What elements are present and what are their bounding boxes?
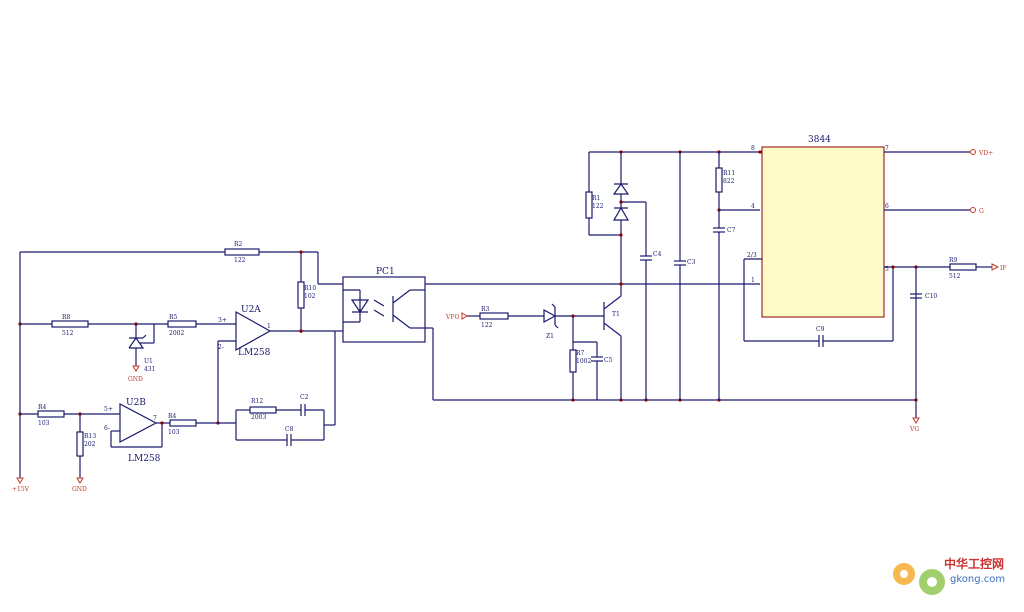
- label-labels-r9: R9: [949, 257, 958, 264]
- label-nets-g: G: [979, 208, 984, 215]
- label-labels-p1: 1: [751, 277, 755, 284]
- label-labels-u1: U1: [144, 358, 153, 365]
- u2b-opamp: U2B LM258 7 5+ 6-: [104, 398, 170, 464]
- r1-resistor: R1 122: [585, 152, 621, 236]
- if-output: R9 512 IF: [884, 257, 1007, 280]
- label-labels-r4a: R4: [38, 404, 47, 411]
- label-labels-p6: 6: [885, 203, 889, 210]
- r13-resistor: R13 202 GND: [72, 414, 96, 493]
- c3-capacitor: C3: [674, 152, 696, 400]
- label-nets-vfo: VFO: [445, 314, 459, 321]
- label-labels-r8v: 512: [62, 330, 74, 337]
- u2a-opamp: U2A LM258 1 3+ 2-: [218, 305, 335, 358]
- label-nets-gnd1: GND: [128, 376, 143, 383]
- vd-plus-output: VD+: [884, 149, 993, 157]
- label-labels-r8: R8: [62, 314, 71, 321]
- label-labels-r1v: 122: [592, 203, 604, 210]
- label-labels-u1v: 431: [144, 366, 155, 373]
- label-labels-p7: 7: [885, 145, 889, 152]
- label-labels-p23: 2/3: [747, 252, 757, 259]
- left-rail: +15V: [12, 252, 30, 493]
- label-labels-pb7: 7: [153, 415, 157, 422]
- label-labels-c10: C10: [925, 293, 937, 300]
- label-labels-r10v: 102: [304, 293, 316, 300]
- label-labels-p5: 5: [885, 266, 889, 273]
- label-labels-p4: 4: [751, 203, 755, 210]
- label-labels-r7: R7: [576, 350, 585, 357]
- label-labels-ic: 3844: [808, 135, 831, 145]
- label-labels-r1: R1: [592, 195, 600, 202]
- label-labels-pa3: 3+: [218, 317, 227, 324]
- label-nets-vg: VG: [909, 426, 919, 433]
- label-labels-r5: R5: [169, 314, 178, 321]
- vfo-input: VFO R3 122: [445, 306, 544, 329]
- c7-capacitor: C7: [713, 210, 736, 400]
- g-output: G: [884, 207, 984, 215]
- label-labels-pb5: 5+: [104, 406, 113, 413]
- label-labels-r11v: 822: [723, 178, 735, 185]
- label-labels-pa2: 2-: [218, 344, 224, 351]
- r11-resistor: R11 822: [715, 152, 760, 212]
- label-labels-c2: C2: [300, 394, 309, 401]
- label-labels-r7v: 1002: [576, 358, 591, 365]
- c10-capacitor: C10: [910, 267, 937, 300]
- r10-resistor: R10 102: [297, 250, 316, 333]
- u1-431-shunt: U1 431 GND: [128, 322, 155, 383]
- label-labels-u2a-part: LM258: [238, 348, 271, 358]
- r2-resistor: R2 122: [20, 241, 318, 264]
- label-labels-c5: C5: [604, 357, 613, 364]
- r5-resistor: R5 2002: [167, 314, 236, 337]
- label-labels-pa1: 1: [267, 323, 271, 330]
- label-labels-pc1: PC1: [376, 267, 395, 277]
- label-labels-r9v: 512: [949, 273, 961, 280]
- label-labels-r4b: R4: [168, 413, 177, 420]
- label-labels-r3v: 122: [481, 322, 493, 329]
- c5-capacitor: C5: [573, 341, 613, 400]
- label-labels-r13: R13: [84, 433, 96, 440]
- label-labels-t1: T1: [612, 311, 620, 318]
- label-labels-r11: R11: [723, 170, 735, 177]
- ic-3844: 3844 8 4 2/3 1 7 6 5 C9: [743, 135, 894, 347]
- gkong-watermark: 中华工控网 gkong.com: [893, 556, 1005, 595]
- r7-resistor: R7 1002: [569, 316, 591, 400]
- diode-pair: [612, 152, 646, 286]
- top-rail: [589, 150, 762, 154]
- label-nets-gnd2: GND: [72, 486, 87, 493]
- label-watermark-cn: 中华工控网: [944, 556, 1004, 571]
- r8-resistor: R8 512: [20, 314, 168, 337]
- label-labels-c9: C9: [816, 326, 825, 333]
- r4a-resistor: R4 103: [20, 404, 120, 427]
- label-labels-r5v: 2002: [169, 330, 184, 337]
- label-labels-z1: Z1: [546, 333, 554, 340]
- label-labels-c8: C8: [285, 426, 294, 433]
- label-watermark-domain: gkong.com: [950, 574, 1005, 585]
- t1-transistor: T1: [603, 284, 622, 400]
- label-labels-p8: 8: [751, 145, 755, 152]
- label-labels-u2a: U2A: [241, 305, 261, 315]
- label-labels-u2b: U2B: [126, 398, 146, 408]
- label-labels-r2v: 122: [234, 257, 246, 264]
- label-nets-if: IF: [1000, 265, 1007, 272]
- label-labels-r2: R2: [234, 241, 243, 248]
- label-labels-u2b-part: LM258: [128, 454, 161, 464]
- label-labels-c3: C3: [687, 259, 696, 266]
- r4b-resistor: R4 103: [168, 413, 218, 436]
- net-15v-label: +15V: [12, 486, 30, 493]
- c4-capacitor: C4: [640, 202, 662, 400]
- label-labels-c7: C7: [727, 227, 736, 234]
- label-labels-r4av: 103: [38, 420, 50, 427]
- z1-zener: Z1: [543, 303, 604, 340]
- label-labels-r4bv: 103: [168, 429, 180, 436]
- label-nets-vd-plus: VD+: [978, 150, 993, 157]
- pc1-optocoupler: PC1: [317, 252, 426, 343]
- feedback-network: R12 2003 C2 C8: [216, 331, 336, 446]
- label-labels-r13v: 202: [84, 441, 96, 448]
- label-labels-pb6: 6-: [104, 425, 110, 432]
- label-labels-r10: R10: [304, 285, 316, 292]
- label-labels-r12: R12: [251, 398, 263, 405]
- label-labels-r12v: 2003: [251, 414, 266, 421]
- label-labels-r3: R3: [481, 306, 490, 313]
- label-labels-c4: C4: [653, 251, 662, 258]
